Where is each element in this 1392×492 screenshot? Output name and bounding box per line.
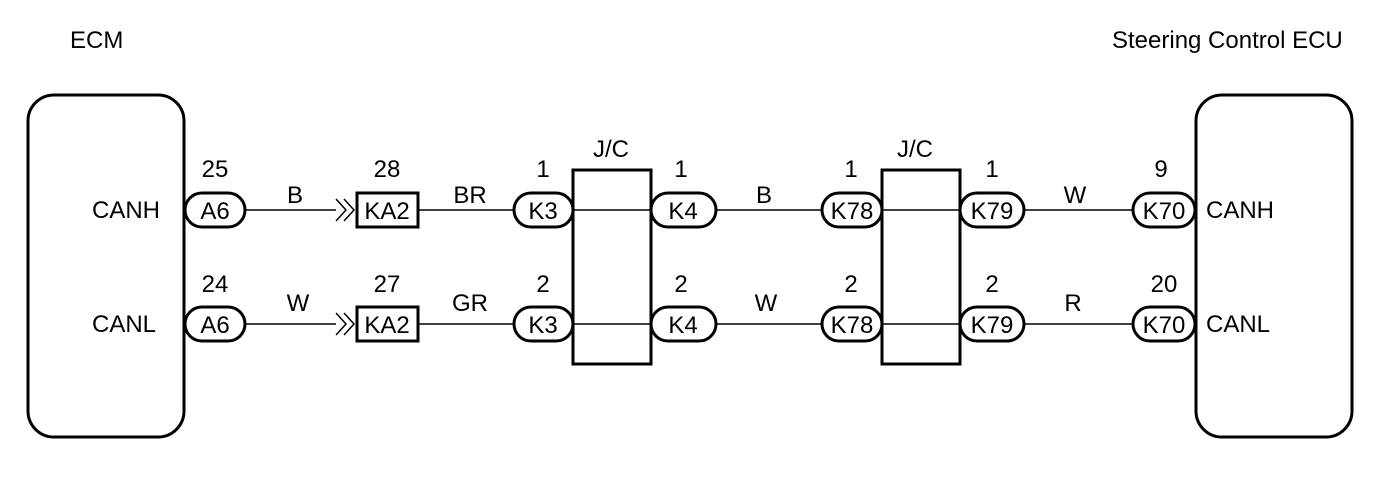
pin-number: 27 [374, 271, 401, 298]
connector-box [355, 191, 420, 229]
ecm-canh-label: CANH [92, 197, 160, 224]
wire-color: B [287, 182, 303, 209]
connector-label: KA2 [364, 312, 409, 339]
canh-line: A6 25 B KA2 28 BR K3 1 K4 1 B K78 1 K79 … [183, 156, 1197, 229]
connector-label: K3 [528, 198, 557, 225]
pin-number: 1 [674, 156, 687, 183]
wire-color: W [1064, 182, 1087, 209]
steering-ecu-body [1194, 93, 1354, 439]
connector-oval [512, 191, 575, 229]
connector-box [355, 305, 420, 343]
connector-label: K70 [1143, 312, 1186, 339]
wire-color: W [755, 290, 778, 317]
canl-line: A6 24 W KA2 27 GR K3 2 K4 2 W K78 2 K79 … [183, 271, 1197, 343]
connector-label: A6 [200, 198, 229, 225]
wire-color: W [287, 290, 310, 317]
connector-label: A6 [200, 312, 229, 339]
junction-box-1 [571, 168, 653, 366]
connector-label: K78 [831, 312, 874, 339]
connector-chevron [343, 312, 356, 336]
connector-oval [1131, 191, 1197, 229]
connector-oval [512, 305, 575, 343]
connector-oval [183, 305, 247, 343]
connector-label: K78 [831, 198, 874, 225]
connector-oval [649, 305, 718, 343]
steering-canh-label: CANH [1206, 197, 1274, 224]
wire-color: B [756, 182, 772, 209]
connector-label: K4 [668, 198, 697, 225]
wire-color: BR [453, 182, 486, 209]
pin-number: 25 [202, 156, 229, 183]
connector-oval [958, 191, 1026, 229]
connector-oval [649, 191, 718, 229]
wire-color: GR [452, 290, 488, 317]
pin-number: 1 [844, 156, 857, 183]
connector-label: K79 [971, 198, 1014, 225]
junction-label-1: J/C [593, 136, 629, 163]
connector-oval [1131, 305, 1197, 343]
connector-label: K79 [971, 312, 1014, 339]
steering-canl-label: CANL [1206, 311, 1270, 338]
connector-oval [820, 305, 884, 343]
connector-label: K70 [1143, 198, 1186, 225]
connector-chevron [335, 198, 348, 222]
pin-number: 20 [1151, 271, 1178, 298]
connector-oval [958, 305, 1026, 343]
connector-chevron [335, 312, 348, 336]
wire-color: R [1064, 290, 1081, 317]
ecm-body [26, 93, 186, 439]
ecm-canl-label: CANL [92, 311, 156, 338]
pin-number: 2 [844, 271, 857, 298]
connector-label: KA2 [364, 198, 409, 225]
pin-number: 2 [674, 271, 687, 298]
ecm-title: ECM [70, 27, 123, 54]
connector-oval [820, 191, 884, 229]
pin-number: 1 [985, 156, 998, 183]
connector-oval [183, 191, 247, 229]
junction-label-2: J/C [897, 136, 933, 163]
connector-chevron [343, 198, 356, 222]
steering-ecu-title: Steering Control ECU [1112, 27, 1343, 54]
connector-label: K4 [668, 312, 697, 339]
pin-number: 24 [202, 271, 229, 298]
pin-number: 1 [536, 156, 549, 183]
pin-number: 2 [985, 271, 998, 298]
pin-number: 2 [536, 271, 549, 298]
pin-number: 9 [1154, 156, 1167, 183]
junction-box-2 [880, 168, 962, 366]
connector-label: K3 [528, 312, 557, 339]
pin-number: 28 [374, 156, 401, 183]
